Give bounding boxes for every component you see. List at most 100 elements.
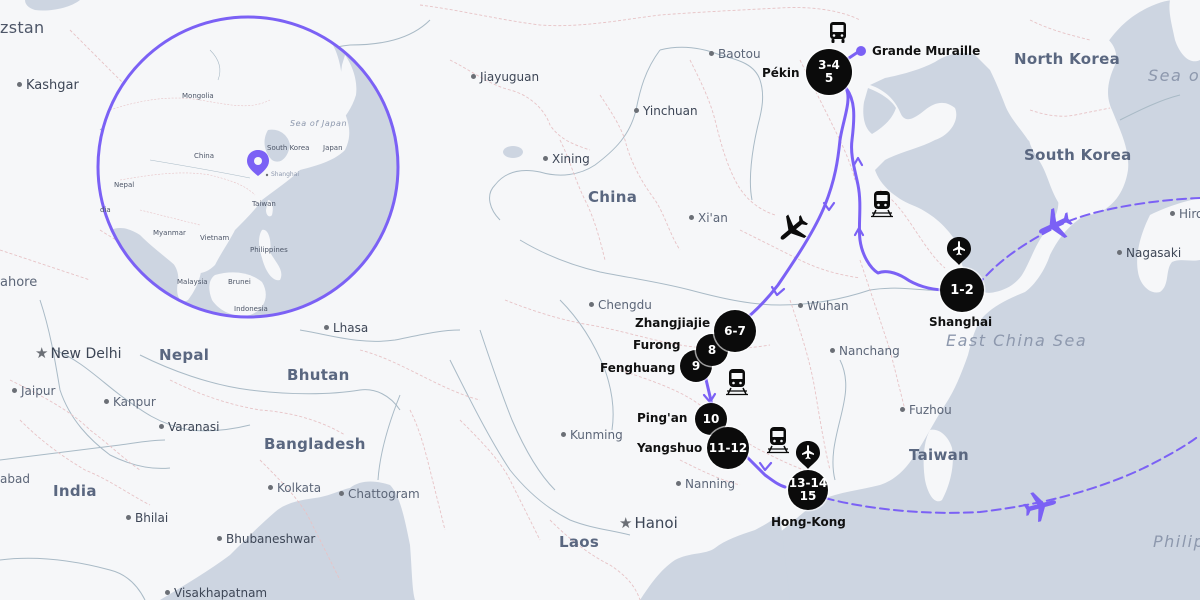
stop-marker-shanghai[interactable]: 1-2 (940, 268, 984, 312)
city-label-nagasaki: Nagasaki (1117, 246, 1181, 260)
country-label-south-korea: South Korea (1024, 146, 1132, 164)
inset-label-myanmar: Myanmar (153, 229, 186, 237)
inset-label-shanghai: Shanghai (271, 171, 300, 178)
city-label-kunming: Kunming (561, 428, 623, 442)
capital-star-icon: ★ (35, 344, 49, 362)
stop-label-fenghuang[interactable]: Fenghuang (600, 361, 676, 375)
city-label-kolkata: Kolkata (268, 481, 321, 495)
capital-label-new-delhi: ★New Delhi (35, 344, 122, 362)
city-label-lahore: ahore (0, 275, 38, 290)
city-label-hiroshima: Hiro (1170, 207, 1200, 221)
grande-muraille-dot[interactable] (856, 46, 866, 56)
inset-location-pin-icon (247, 150, 269, 176)
stop-marker-pingan[interactable]: 10 (695, 403, 727, 435)
inset-label-nepal: Nepal (114, 181, 135, 189)
rivers (0, 19, 1181, 600)
plane-icon-departure (1023, 492, 1057, 523)
inset-label-china: China (194, 152, 214, 160)
bohai-sea (863, 88, 896, 134)
country-label-kazakhstan: zstan (0, 18, 45, 37)
east-china-sea-water (690, 0, 1200, 600)
stop-label-furong[interactable]: Furong (633, 338, 681, 352)
route-train-shanghai-pekin[interactable] (844, 86, 947, 292)
borders (0, 4, 1111, 600)
inset-label-malaysia: Malaysia (177, 278, 208, 286)
taiwan-land (923, 429, 953, 502)
capital-star-icon: ★ (619, 514, 633, 532)
yellow-sea (870, 52, 1059, 293)
stop-label-grande-muraille[interactable]: Grande Muraille (872, 44, 981, 58)
plane-icon (780, 214, 809, 240)
inset-circle-border (96, 15, 400, 319)
stop-days: 13-14 (788, 476, 828, 490)
route-flight-departure[interactable] (824, 434, 1200, 514)
city-label-visakhapatnam: Visakhapatnam (165, 586, 267, 600)
city-label-baotou: Baotou (709, 47, 761, 61)
country-label-bhutan: Bhutan (287, 366, 350, 384)
korea-land (1007, 28, 1129, 216)
city-label-bhubaneshwar: Bhubaneshwar (217, 532, 315, 546)
airport-pin-icon-shanghai (947, 237, 971, 265)
stop-label-pingan[interactable]: Ping'an (637, 411, 688, 425)
stop-days: 5 (824, 71, 834, 85)
inset-label-south-korea: South Korea (267, 144, 310, 152)
gulf-of-tonkin (640, 515, 790, 600)
inset-label-india: dia (100, 206, 111, 214)
city-label-wuhan: Wuhan (798, 299, 849, 313)
route-train-yangshuo-hongkong[interactable] (738, 448, 787, 489)
country-label-india: India (53, 482, 97, 500)
route-flight-arrival[interactable] (977, 197, 1200, 286)
capital-label-hanoi: ★Hanoi (619, 514, 678, 532)
japan-kyushu (1137, 198, 1200, 293)
city-label-varanasi: Varanasi (159, 420, 219, 434)
train-icon (871, 191, 893, 218)
stop-marker-yangshuo[interactable]: 11-12 (707, 427, 749, 469)
inset-label-japan: Japan (323, 144, 343, 152)
inset-label-mongolia: Mongolia (182, 92, 214, 100)
city-label-jiayuguan: Jiayuguan (471, 70, 539, 84)
stop-label-yangshuo[interactable]: Yangshuo (637, 441, 703, 455)
plane-icon-arrival (1039, 207, 1073, 239)
inset-label-indonesia: Indonesia (234, 305, 268, 313)
inset-label-taiwan: Taiwan (252, 200, 276, 208)
inset-label-vietnam: Vietnam (200, 234, 230, 242)
city-label-nanchang: Nanchang (830, 344, 900, 358)
sea-label-east-china-sea: East China Sea (946, 331, 1088, 350)
stop-label-hong-kong[interactable]: Hong-Kong (771, 515, 846, 529)
stop-label-zhangjiajie[interactable]: Zhangjiajie (635, 316, 711, 330)
train-icon (726, 369, 748, 396)
train-icon (767, 427, 789, 454)
route-direction-arrows (702, 156, 865, 472)
sea-label-sea-of-japan: Sea o (1148, 66, 1200, 85)
inset-label-sea-of-japan: Sea of Japan (290, 119, 348, 128)
city-label-xining: Xining (543, 152, 590, 166)
city-label-nanning: Nanning (676, 477, 735, 491)
city-label-chattogram: Chattogram (339, 487, 420, 501)
city-label-yinchuan: Yinchuan (634, 104, 698, 118)
airport-pin-icon-hongkong (796, 441, 820, 469)
city-label-lhasa: Lhasa (324, 321, 368, 335)
stop-label-shanghai[interactable]: Shanghai (929, 315, 993, 329)
japan-honshu-north (1169, 0, 1200, 62)
stop-days: 15 (799, 489, 817, 503)
sea-label-philippine-sea: Philip (1153, 532, 1200, 551)
bus-icon (830, 22, 846, 43)
stop-label-pekin[interactable]: Pékin (762, 66, 800, 80)
country-label-laos: Laos (559, 533, 600, 551)
stop-marker-zhangjiajie[interactable]: 6-7 (714, 310, 756, 352)
lake-qinghai (503, 146, 523, 158)
stop-days: 3-4 (818, 58, 840, 72)
city-label-ahmedabad: abad (0, 472, 30, 486)
city-label-kanpur: Kanpur (104, 395, 156, 409)
city-label-chengdu: Chengdu (589, 298, 652, 312)
country-label-china: China (588, 188, 638, 206)
country-label-nepal: Nepal (159, 346, 210, 364)
lake-balkhash (25, 0, 80, 11)
inset-label-philippines: Philippines (250, 246, 288, 254)
